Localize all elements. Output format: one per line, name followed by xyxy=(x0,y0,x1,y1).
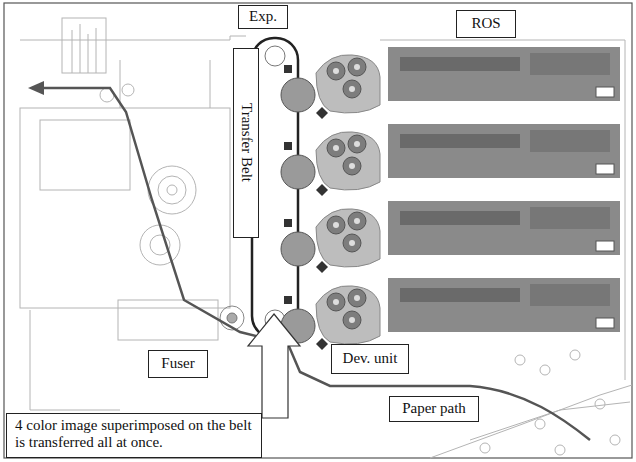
callout-box: 4 color image superimposed on the belt i… xyxy=(6,413,262,458)
imaging-station xyxy=(281,201,620,273)
label-text: ROS xyxy=(471,15,500,32)
label-text: Transfer Belt xyxy=(237,103,254,182)
label-text: Paper path xyxy=(402,400,466,417)
transfer-point-arrow xyxy=(248,314,300,418)
imaging-station xyxy=(281,278,620,350)
label-text: Dev. unit xyxy=(343,350,398,367)
imaging-station xyxy=(281,124,620,196)
label-box: ROS xyxy=(456,10,516,38)
fuser-roller xyxy=(227,313,237,323)
label-box: Transfer Belt xyxy=(233,48,259,238)
label-box: Dev. unit xyxy=(331,344,409,374)
label-text: Exp. xyxy=(249,8,277,25)
paper-exit-arrowhead xyxy=(28,81,44,95)
label-box: Paper path xyxy=(389,396,479,422)
imaging-station xyxy=(281,47,620,119)
label-text: 4 color image superimposed on the belt i… xyxy=(15,417,253,452)
paper-path-line xyxy=(42,88,590,440)
machine-frame xyxy=(20,18,632,458)
label-box: Exp. xyxy=(238,5,288,29)
label-box: Fuser xyxy=(148,350,208,378)
frame xyxy=(4,3,632,458)
label-text: Fuser xyxy=(161,355,194,372)
belt-roller xyxy=(265,46,285,66)
